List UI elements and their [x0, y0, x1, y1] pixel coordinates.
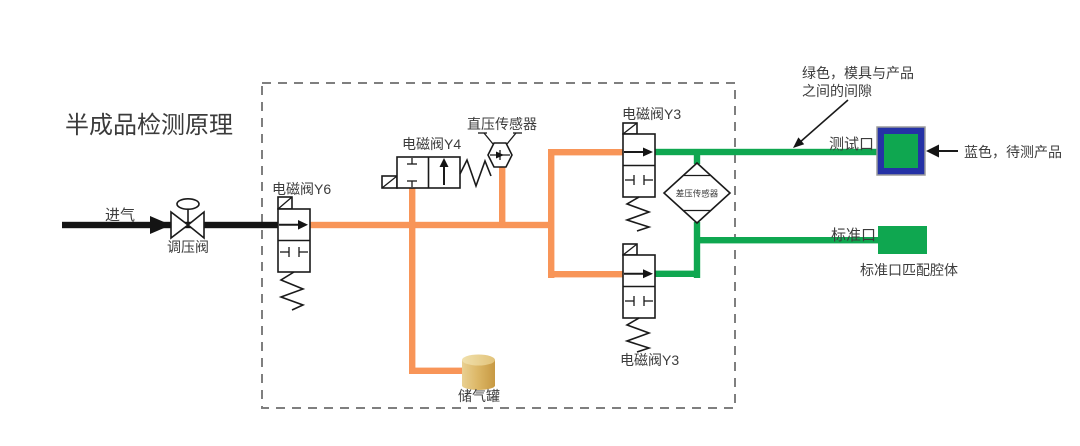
blue-annotation-arrow-icon — [926, 144, 939, 158]
valve-y3-top-label: 电磁阀Y3 — [622, 106, 681, 122]
pipe-diamond-bottom-vertical — [693, 222, 701, 278]
y3b-coil-diagonal — [622, 243, 638, 256]
test-port-cavity — [884, 134, 918, 168]
standard-cavity-label: 标准口匹配腔体 — [860, 262, 958, 278]
valve-y3-bottom-label: 电磁阀Y3 — [620, 352, 679, 368]
sensor-leg-right — [506, 132, 517, 145]
orange-pipe-network — [309, 149, 624, 374]
y4-spring-icon — [459, 157, 492, 189]
pipe-to-y3-top — [548, 149, 624, 156]
y6-coil-diagonal — [277, 196, 293, 210]
pressure-regulator-valve-icon: 调压阀 — [167, 198, 209, 255]
pipe-test-port-line — [655, 148, 877, 156]
standard-port-label: 标准口 — [831, 227, 876, 244]
diff-sensor-diamond — [662, 161, 732, 225]
direct-pressure-sensor-label: 直压传感器 — [467, 116, 537, 132]
inlet-arrow-icon — [150, 216, 171, 234]
solenoid-valve-y4-icon: 电磁阀Y4 — [381, 136, 492, 189]
solenoid-valve-y3-top-icon: 电磁阀Y3 — [622, 106, 681, 232]
page-title: 半成品检测原理 — [65, 112, 233, 139]
green-annotation-line2: 之间的间隙 — [802, 83, 872, 99]
test-port-label: 测试口 — [829, 136, 874, 153]
solenoid-valve-y6-icon: 电磁阀Y6 — [272, 181, 331, 311]
regulator-left-triangle — [170, 210, 190, 240]
solenoid-valve-y3-bottom-icon: 电磁阀Y3 — [620, 243, 679, 368]
pipe-y4-tank-vertical — [409, 188, 416, 374]
direct-pressure-sensor-icon: 直压传感器 — [467, 116, 537, 168]
y6-spring-icon — [278, 271, 306, 311]
green-pipe-network — [655, 148, 878, 278]
test-port: 测试口 — [829, 126, 958, 176]
pipe-y3-bottom-out — [655, 270, 700, 277]
differential-pressure-sensor-icon: 差压传感器 — [662, 161, 732, 225]
regulator-right-triangle — [186, 210, 205, 240]
tank-label: 储气罐 — [458, 388, 500, 404]
y3t-flow-arrow-icon — [643, 147, 653, 157]
pipe-tank-horizontal — [409, 367, 465, 374]
pipe-diamond-top-stub — [693, 152, 701, 164]
y4-coil-diagonal — [381, 175, 398, 189]
green-gap-annotation: 绿色，模具与产品 之间的间隙 — [793, 65, 914, 148]
pipe-sensor-vertical — [499, 166, 506, 228]
y3b-flow-arrow-icon — [643, 269, 653, 279]
inlet-label: 进气 — [105, 207, 135, 224]
blue-product-label: 蓝色，待测产品 — [964, 144, 1062, 160]
green-annotation-leader — [798, 99, 849, 144]
pipe-to-y3-bottom — [548, 271, 624, 278]
sensor-arrow-icon — [496, 151, 504, 159]
air-tank-icon: 储气罐 — [458, 354, 500, 404]
standard-port: 标准口 标准口匹配腔体 — [831, 226, 958, 278]
valve-y6-label: 电磁阀Y6 — [272, 181, 331, 197]
sensor-leg-left — [483, 132, 494, 145]
green-annotation-arrow-icon — [793, 137, 805, 148]
standard-port-block — [878, 226, 927, 254]
regulator-handwheel-icon — [176, 198, 200, 211]
regulator-label: 调压阀 — [167, 239, 209, 255]
pipe-right-vertical — [548, 149, 555, 278]
y4-flow-arrow-icon — [439, 158, 449, 167]
valve-y4-label: 电磁阀Y4 — [402, 136, 461, 152]
pipe-main-horizontal — [309, 221, 554, 229]
y3t-spring-icon — [624, 196, 652, 232]
y6-flow-arrow-icon — [298, 220, 308, 230]
y3t-coil-diagonal — [622, 122, 638, 135]
pipe-standard-port-line — [697, 237, 878, 244]
green-annotation-line1: 绿色，模具与产品 — [802, 65, 914, 81]
y3b-spring-icon — [624, 317, 652, 353]
diff-sensor-label: 差压传感器 — [676, 189, 719, 199]
tank-top — [462, 354, 495, 366]
